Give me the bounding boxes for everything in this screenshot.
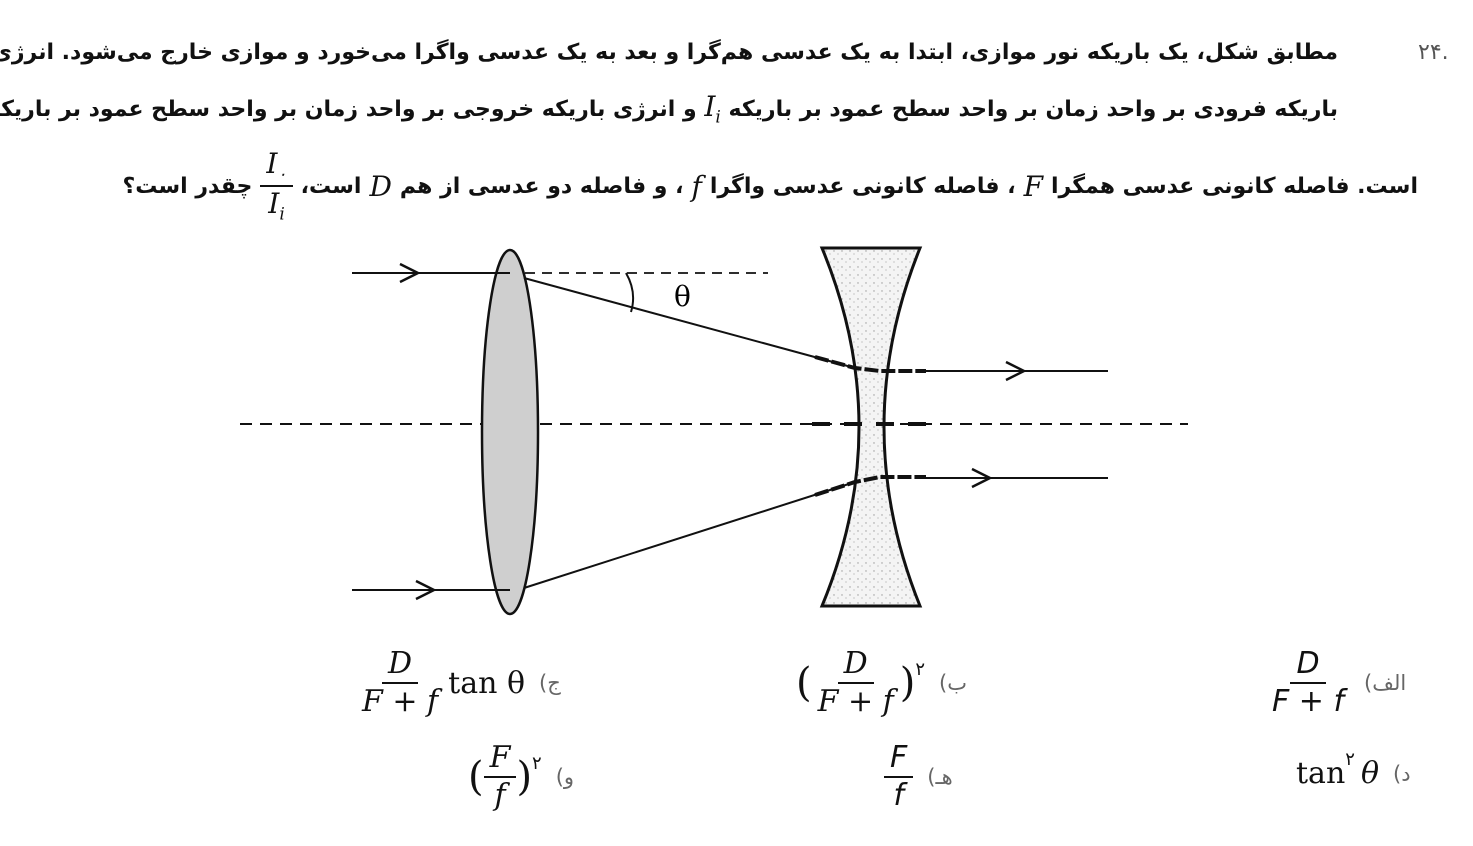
- arrow-head-bottom-in: [415, 579, 437, 601]
- option-be[interactable]: ( D F + f )۲ ب): [796, 646, 967, 719]
- question-text-3b: ، فاصله کانونی عدسی واگرا: [709, 174, 1016, 200]
- option-be-label: ب): [939, 671, 967, 695]
- question-text-3e: چقدر است؟: [122, 174, 253, 200]
- question-text-3d: است،: [300, 174, 362, 200]
- arrow-head-top-in: [399, 262, 421, 284]
- option-dal-label: د): [1393, 761, 1411, 786]
- option-jim[interactable]: D F + f tan θ ج): [356, 646, 561, 720]
- arrow-head-bottom-out: [971, 467, 993, 489]
- symbol-f: f: [691, 170, 702, 204]
- angle-arc: [625, 272, 635, 313]
- option-he-fraction: F f: [884, 740, 914, 814]
- angle-label: θ: [674, 280, 691, 313]
- option-vav[interactable]: ( F f )۲ و): [468, 740, 575, 814]
- option-alef-label: الف): [1364, 671, 1407, 695]
- question-text-3a: است. فاصله کانونی عدسی همگرا: [1051, 174, 1418, 200]
- symbol-I-i: Ii: [704, 90, 721, 128]
- option-jim-suffix: tan θ: [448, 665, 526, 701]
- converging-ray-bottom: [523, 481, 856, 589]
- option-vav-label: و): [555, 765, 575, 789]
- option-alef[interactable]: D F + f الف): [1266, 646, 1406, 720]
- option-be-fraction: D F + f: [817, 646, 894, 719]
- converging-ray-top: [523, 277, 856, 369]
- question-text-2b: و انرژی باریکه خروجی بر واحد زمان بر واح…: [0, 97, 697, 122]
- question-line-1: مطابق شکل، یک باریکه نور موازی، ابتدا به…: [0, 40, 1338, 65]
- option-jim-label: ج): [539, 671, 561, 695]
- option-alef-fraction: D F + f: [1272, 646, 1345, 719]
- arrow-head-top-out: [1005, 360, 1027, 382]
- question-line-2: باریکه فرودی بر واحد زمان بر واحد سطح عم…: [0, 90, 1338, 128]
- symbol-F: F: [1023, 170, 1043, 204]
- question-text-2a: باریکه فرودی بر واحد زمان بر واحد سطح عم…: [728, 97, 1338, 122]
- question-text-3c: ، و فاصله دو عدسی از هم: [399, 174, 684, 200]
- converging-lens: [480, 248, 540, 616]
- ratio-fraction: I۰ Ii: [260, 147, 293, 225]
- question-line-3: است. فاصله کانونی عدسی همگرا F ، فاصله ک…: [122, 147, 1418, 225]
- option-he[interactable]: F f هـ): [884, 740, 953, 814]
- question-number: ۲۴.: [1418, 40, 1449, 65]
- symbol-D: D: [369, 170, 392, 204]
- diverging-lens: [819, 246, 923, 608]
- option-he-label: هـ): [927, 765, 953, 789]
- question-text-1: مطابق شکل، یک باریکه نور موازی، ابتدا به…: [0, 40, 1338, 65]
- option-jim-fraction: D F + f: [362, 646, 439, 719]
- option-vav-fraction: F f: [483, 740, 517, 814]
